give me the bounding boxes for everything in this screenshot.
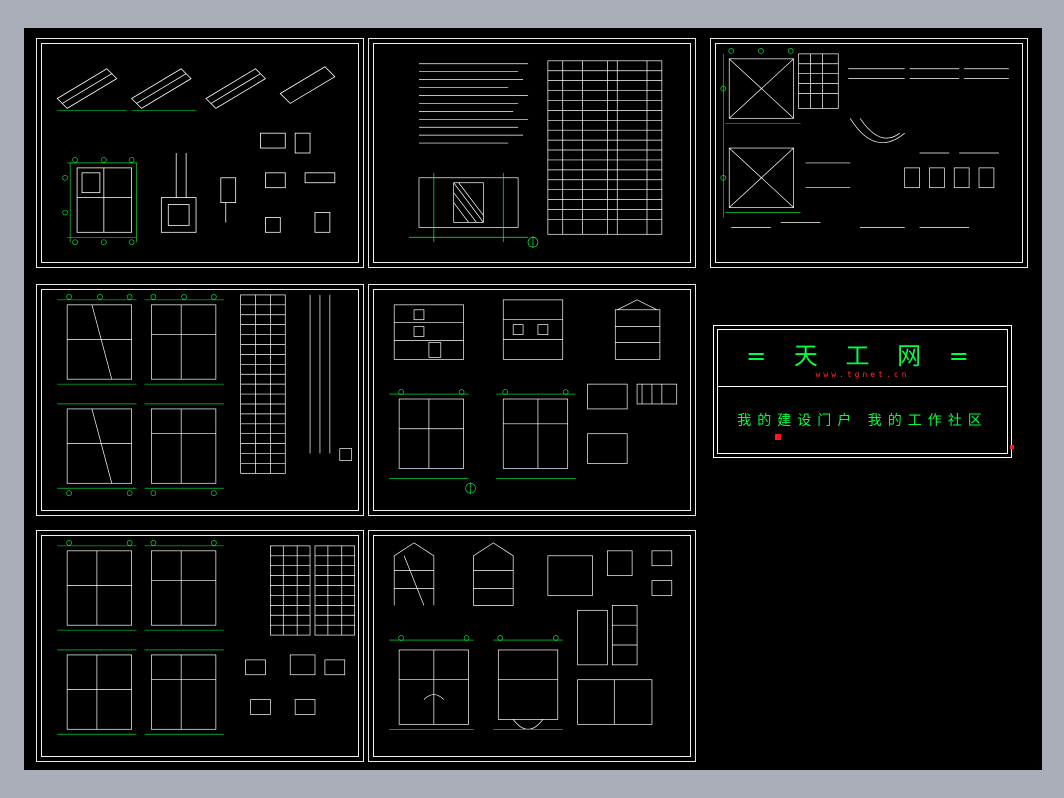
sheet-3-linework bbox=[720, 48, 1009, 228]
sheet-7-linework bbox=[389, 542, 673, 730]
sheet-6-linework bbox=[57, 540, 356, 735]
banner-frame bbox=[717, 329, 1008, 454]
sheet-frame bbox=[715, 43, 1023, 263]
sheet-frame bbox=[373, 289, 691, 511]
title-banner: = 天 工 网 = www.tgnet.cn 我的建设门户 我的工作社区 bbox=[713, 325, 1014, 458]
sheet-frame bbox=[373, 535, 691, 757]
drawing-sheet-floor-plans[interactable] bbox=[36, 284, 364, 516]
banner-divider bbox=[717, 386, 1008, 387]
cad-model-space[interactable]: = 天 工 网 = www.tgnet.cn 我的建设门户 我的工作社区 bbox=[24, 28, 1042, 770]
sheet-1-linework bbox=[56, 66, 336, 245]
sheet-5-linework bbox=[389, 299, 678, 495]
sheet-4-linework bbox=[57, 294, 353, 496]
sheet-frame bbox=[373, 43, 691, 263]
sheet-frame bbox=[41, 535, 359, 757]
sheet-frame bbox=[41, 43, 359, 263]
drawing-sheet-roof-details[interactable] bbox=[36, 38, 364, 268]
sheet-frame bbox=[41, 289, 359, 511]
banner-url: www.tgnet.cn bbox=[815, 370, 910, 379]
drawing-sheet-floor-plans-tables[interactable] bbox=[36, 530, 364, 762]
banner-slogan: 我的建设门户 我的工作社区 bbox=[737, 413, 988, 429]
drawing-sheet-structural-details[interactable] bbox=[710, 38, 1028, 268]
banner-title: = 天 工 网 = bbox=[746, 342, 979, 370]
drawing-sheet-elevations[interactable] bbox=[368, 284, 696, 516]
red-corner-marker bbox=[1010, 445, 1014, 449]
sheet-2-linework bbox=[409, 60, 663, 249]
red-marker bbox=[775, 434, 781, 440]
drawing-sheet-sections[interactable] bbox=[368, 530, 696, 762]
drawing-sheet-design-notes[interactable] bbox=[368, 38, 696, 268]
